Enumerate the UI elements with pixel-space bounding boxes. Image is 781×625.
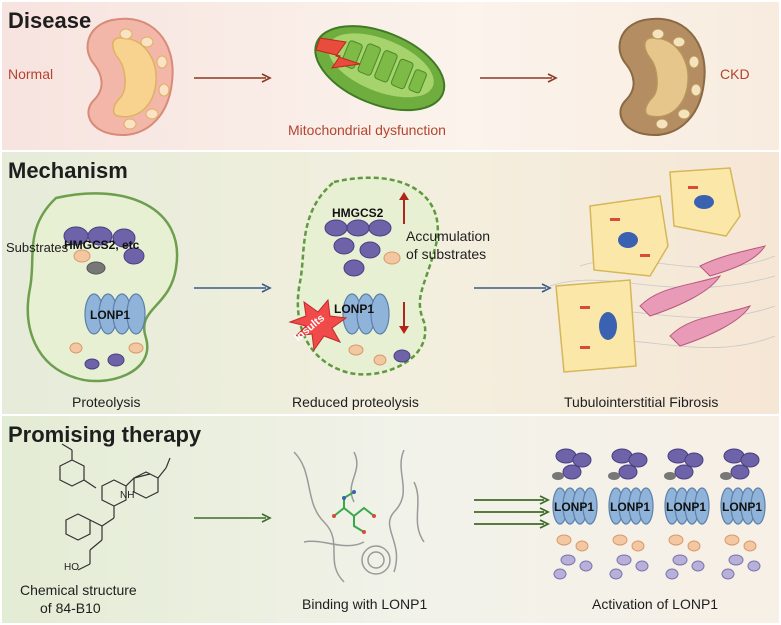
disease-title: Disease (8, 8, 92, 33)
normal-kidney-icon (86, 17, 174, 136)
substrates-label: Substrates (6, 240, 69, 255)
chemical-structure-icon (59, 443, 171, 571)
lonp1-label-d: LONP1 (722, 500, 763, 514)
arrow-5 (194, 513, 272, 523)
ckd-kidney-icon (618, 17, 706, 136)
damaged-mitochondrion-cell (288, 176, 440, 376)
arrow-4 (474, 283, 552, 293)
lonp1-label-a: LONP1 (554, 500, 595, 514)
activation-label: Activation of LONP1 (592, 596, 719, 612)
therapy-title: Promising therapy (8, 422, 202, 447)
accumulation-label: Accumulation (406, 228, 491, 244)
normal-label: Normal (8, 66, 54, 82)
mechanism-title: Mechanism (8, 158, 128, 183)
binding-structure-icon (293, 449, 425, 583)
ckd-label: CKD (720, 66, 750, 82)
chem-structure-line1: Chemical structure (20, 582, 137, 598)
mito-dysfunction-label: Mitochondrial dysfunction (288, 122, 446, 138)
lonp1-label-b: LONP1 (610, 500, 651, 514)
chem-structure-line2: of 84-B10 (40, 600, 101, 616)
arrow-2 (480, 73, 558, 83)
lonp1-label-c: LONP1 (666, 500, 707, 514)
lonp1-activation-icons (552, 448, 766, 580)
lonp1-label-2: LONP1 (334, 302, 375, 316)
lonp1-label-1: LONP1 (90, 308, 131, 322)
reduced-proteolysis-label: Reduced proteolysis (292, 394, 419, 410)
proteolysis-label: Proteolysis (72, 394, 141, 410)
fibrosis-label: Tubulointerstitial Fibrosis (564, 394, 719, 410)
disease-panel: Disease Normal (2, 2, 779, 150)
arrow-3 (194, 283, 272, 293)
fibrosis-illustration (549, 167, 776, 373)
of-substrates-label: of substrates (406, 246, 487, 262)
triple-arrow (474, 495, 551, 529)
ho-label: HO (64, 562, 79, 573)
mitochondrion-icon (314, 25, 446, 112)
binding-label: Binding with LONP1 (302, 596, 428, 612)
mechanism-panel: Mechanism (2, 152, 779, 414)
nh-label: NH (120, 490, 135, 501)
hmgcs2-etc-label: HMGCS2, etc (64, 238, 140, 252)
arrow-1 (194, 73, 272, 83)
healthy-mitochondrion-cell (26, 192, 179, 383)
hmgcs2-label: HMGCS2 (332, 206, 384, 220)
therapy-panel: Promising therapy (2, 416, 779, 623)
